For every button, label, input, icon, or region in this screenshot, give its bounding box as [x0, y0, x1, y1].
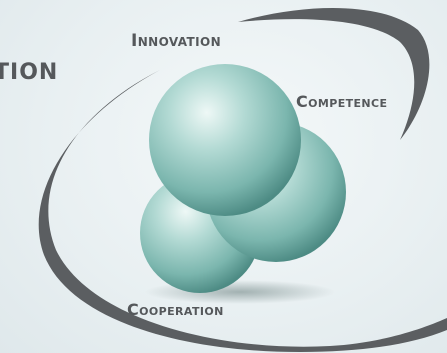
innovation-label: Innovation	[131, 31, 222, 51]
cooperation-label: Cooperation	[127, 300, 224, 319]
partial-heading-label: TION	[0, 60, 59, 85]
sphere-innovation	[149, 64, 301, 216]
competence-label: Competence	[296, 92, 388, 111]
